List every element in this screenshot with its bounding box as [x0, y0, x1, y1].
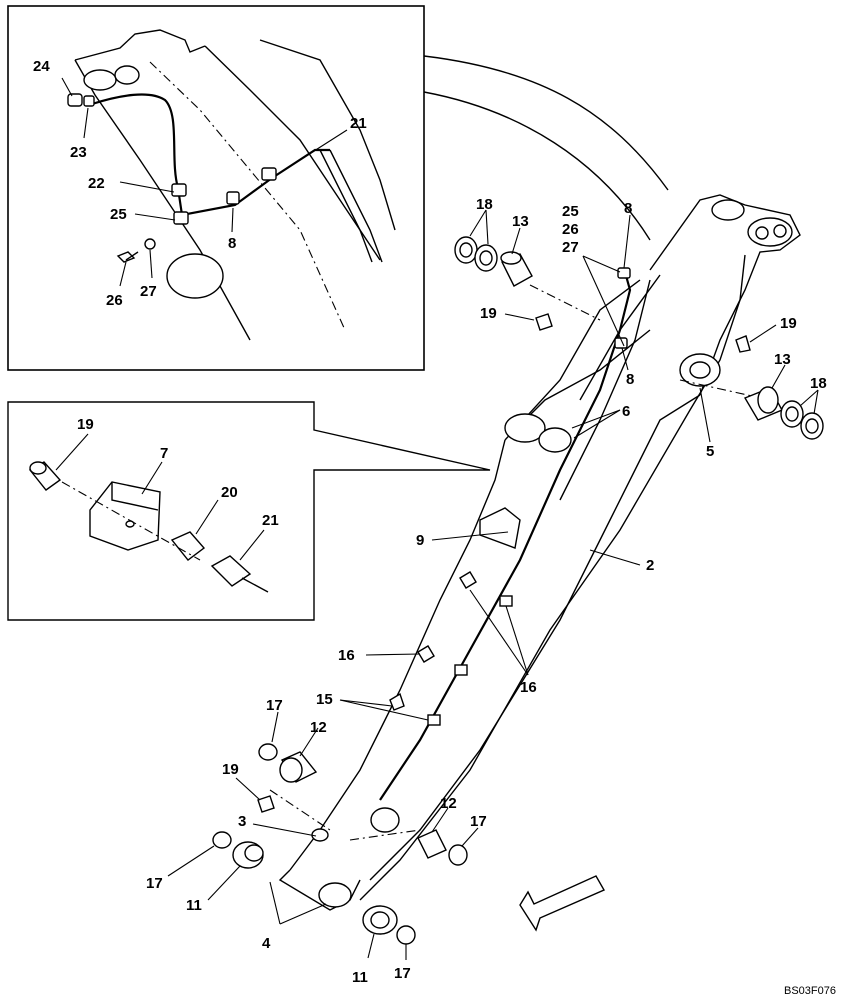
callout-5: 5 — [706, 443, 714, 460]
callout-leaders — [167, 209, 819, 960]
callout-19-inset: 19 — [77, 416, 94, 433]
callout-8: 8 — [228, 235, 236, 252]
callout-18-left: 18 — [476, 196, 493, 213]
callout-19-left: 19 — [480, 305, 497, 322]
callout-17-bottom: 17 — [394, 965, 411, 982]
callout-9: 9 — [416, 532, 424, 549]
callout-19-lower: 19 — [222, 761, 239, 778]
callout-26-main: 26 — [562, 221, 579, 238]
callout-17-upper: 17 — [266, 697, 283, 714]
callout-17-lower-left: 17 — [146, 875, 163, 892]
callout-24: 24 — [33, 58, 50, 75]
callout-26: 26 — [106, 292, 123, 309]
callout-8-mid: 8 — [626, 371, 634, 388]
callout-18-right: 18 — [810, 375, 827, 392]
callout-15: 15 — [316, 691, 333, 708]
drawing-code: BS03F076 — [784, 985, 836, 997]
callout-27: 27 — [140, 283, 157, 300]
callout-13-right: 13 — [774, 351, 791, 368]
callout-21: 21 — [350, 115, 367, 132]
callout-12-right: 12 — [440, 795, 457, 812]
callout-20: 20 — [221, 484, 238, 501]
callout-8-top: 8 — [624, 200, 632, 217]
callout-11-bottom: 11 — [352, 969, 368, 986]
arm-assembly — [269, 194, 801, 911]
callout-12-left: 12 — [310, 719, 327, 736]
callout-3: 3 — [238, 813, 246, 830]
callout-13-left: 13 — [512, 213, 529, 230]
callout-23: 23 — [70, 144, 87, 161]
callout-17-right: 17 — [470, 813, 487, 830]
callout-11-left: 11 — [186, 897, 202, 914]
callout-16-left: 16 — [338, 647, 355, 664]
callout-22: 22 — [88, 175, 105, 192]
callout-6: 6 — [622, 403, 630, 420]
front-direction-arrow — [519, 875, 605, 932]
callout-21-inset: 21 — [262, 512, 279, 529]
inset-fitting-detail: 19 7 20 21 — [7, 401, 491, 621]
loose-parts — [212, 236, 824, 945]
callout-16-right: 16 — [520, 679, 537, 696]
callout-19-right: 19 — [780, 315, 797, 332]
inset-frame-mid — [7, 401, 491, 621]
callout-2: 2 — [646, 557, 654, 574]
inset-grease-line-detail: 24 23 22 21 25 8 26 27 — [7, 5, 425, 371]
inset-frame-top — [7, 5, 425, 371]
callout-4: 4 — [262, 935, 271, 952]
callout-7: 7 — [160, 445, 168, 462]
callout-25-main: 25 — [562, 203, 579, 220]
callout-25: 25 — [110, 206, 127, 223]
callout-27-main: 27 — [562, 239, 579, 256]
